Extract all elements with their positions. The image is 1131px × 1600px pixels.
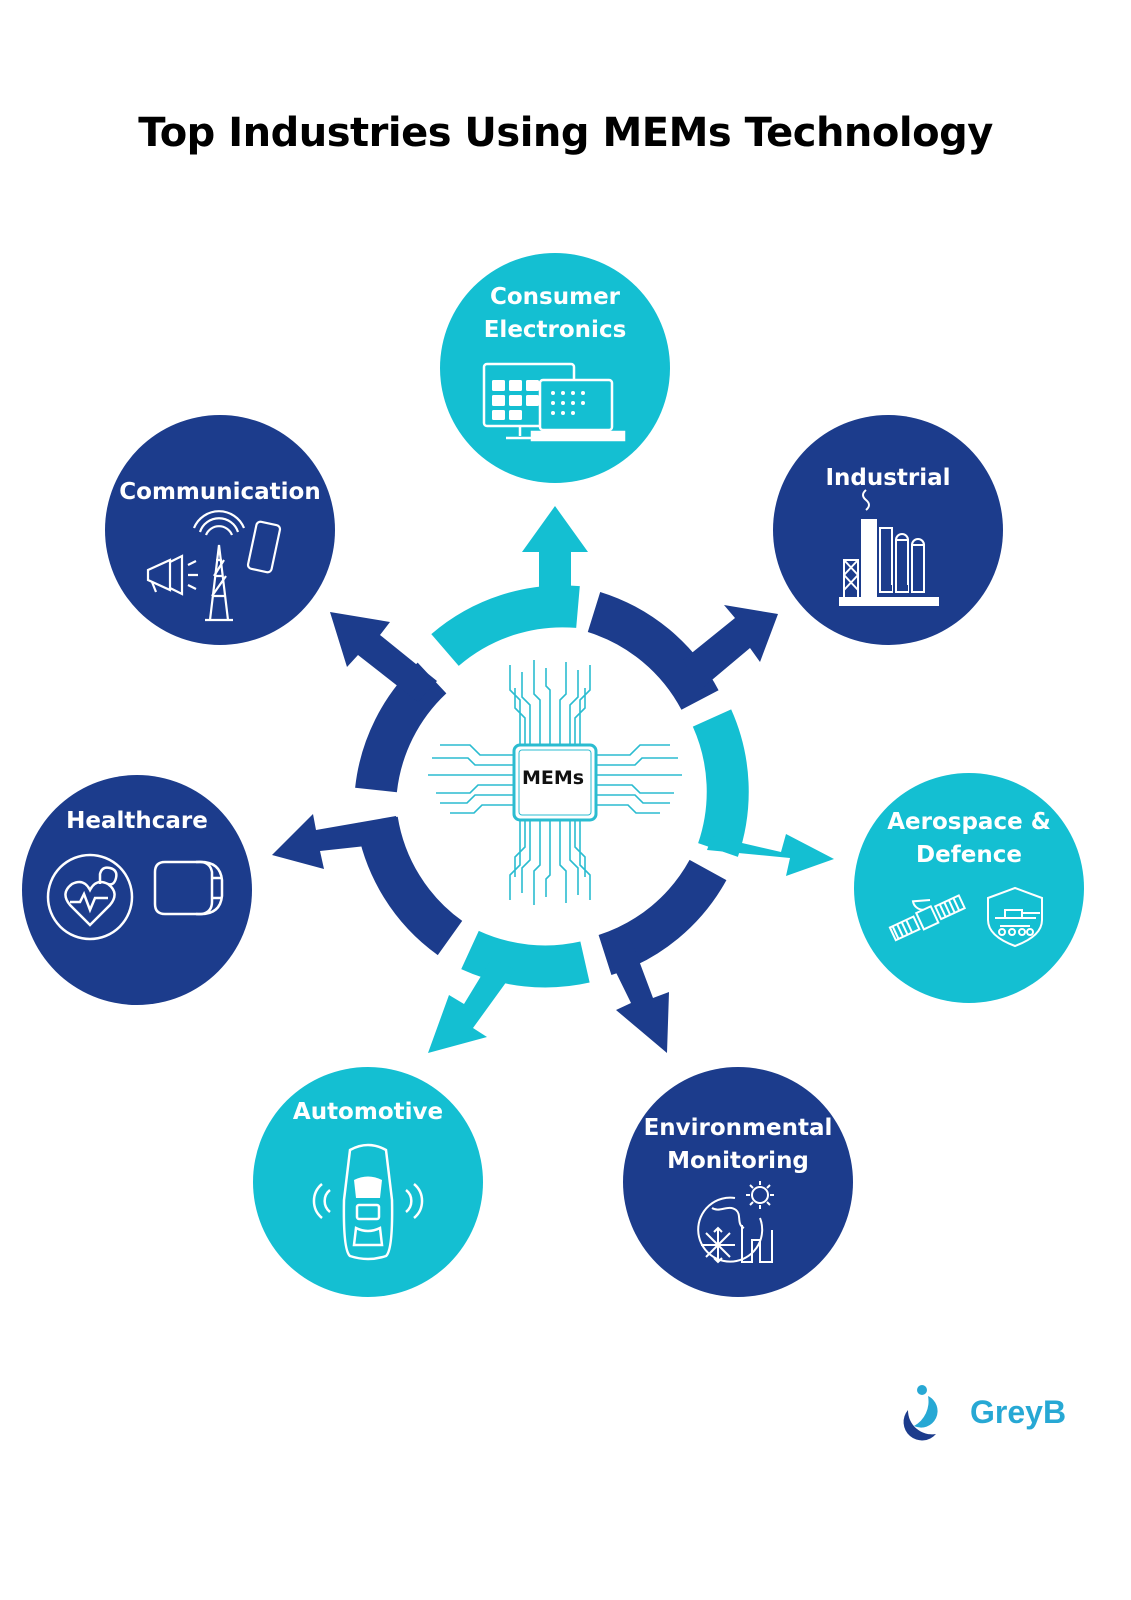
label-aerospace: Aerospace &Defence	[887, 809, 1051, 868]
environment-icon	[697, 1181, 774, 1264]
snowflake	[701, 1226, 735, 1264]
satellite-tank-icon	[888, 886, 1043, 948]
node-healthcare	[22, 775, 252, 1005]
node-communication	[105, 415, 335, 645]
label-automotive: Automotive	[292, 1099, 444, 1125]
tower-phone-icon	[146, 510, 282, 622]
logo-text: GreyB	[970, 1394, 1067, 1430]
ring-segment-environmental	[598, 859, 727, 975]
label-communication: Communication	[119, 479, 321, 505]
chip-traces-bottom	[509, 820, 591, 905]
devices-icon	[482, 362, 626, 442]
car-icon	[312, 1143, 424, 1261]
arrow-environmental	[604, 942, 669, 1053]
ring-segment-industrial	[587, 591, 719, 711]
heart-watch-icon	[46, 853, 224, 941]
ring-segment-automotive	[461, 930, 590, 988]
chip-traces-top	[509, 660, 591, 745]
arrow-healthcare	[272, 814, 402, 869]
chip-icon	[428, 660, 682, 905]
arrow-automotive	[428, 958, 515, 1053]
node-industrial	[773, 415, 1003, 645]
arrow-consumer	[522, 506, 588, 612]
arrows	[272, 506, 834, 1053]
label-healthcare: Healthcare	[66, 808, 208, 834]
factory-icon	[839, 489, 939, 606]
greyb-logo-icon	[903, 1385, 938, 1441]
page-title: Top Industries Using MEMs Technology	[138, 110, 993, 156]
ring-segment-consumer	[431, 585, 580, 667]
arrow-aerospace	[707, 834, 834, 876]
chip-traces-right	[596, 744, 682, 814]
node-aerospace	[854, 773, 1084, 1003]
greyb-logo: GreyB	[910, 1380, 1090, 1450]
ring-segment-aerospace	[692, 709, 749, 857]
arrow-industrial	[683, 605, 778, 690]
center-label: MEMs	[521, 767, 585, 789]
label-industrial: Industrial	[825, 465, 951, 491]
chip-traces-left	[428, 744, 514, 814]
chip-body	[512, 743, 598, 822]
arrow-communication	[330, 612, 437, 702]
node-environmental	[623, 1067, 853, 1297]
